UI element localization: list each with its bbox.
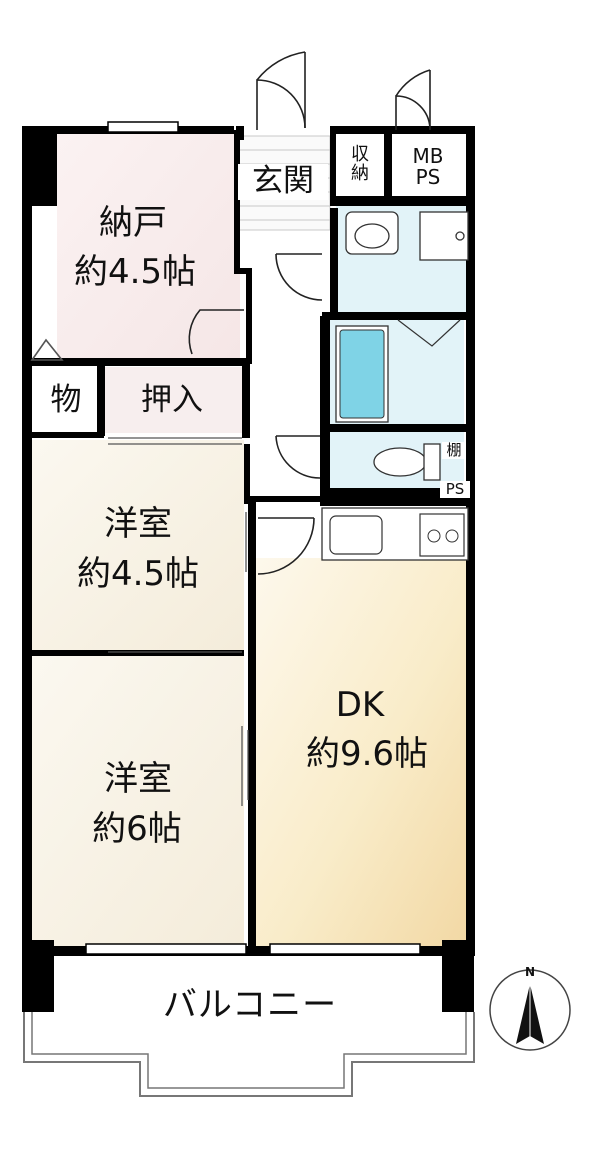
yoshitsu2-floor [32,656,244,946]
sink-counter-icon [321,507,469,561]
washing-machine-icon [419,211,469,261]
windows [85,121,421,955]
dk-name: DK [335,685,385,725]
nando-floor [57,132,240,364]
washbasin-icon [345,211,399,255]
shuno-line1: 収 [351,144,369,165]
ps-label: PS [440,480,470,499]
walls [22,126,475,1012]
dk-floor [256,558,468,948]
yoshitsu1-floor [32,440,244,652]
mbps-line2: PS [415,165,441,189]
bathtub-icon [335,319,461,423]
door-swings [30,51,431,575]
compass-north-label: N [524,965,536,979]
yoshitsu2-name: 洋室 [104,759,172,799]
oshiire-label: 押入 [141,382,203,418]
nando-name: 納戸 [99,203,167,243]
oshiire-floor [104,367,242,433]
yoshitsu1-size: 約4.5帖 [76,554,200,594]
balcony-outline [23,1012,475,1097]
balcony-inner [31,1012,467,1089]
genkan-label: 玄関 [238,163,328,200]
compass-icon [489,969,571,1051]
balcony-label: バルコニー [162,985,338,1025]
sliding-doors [108,437,249,806]
mbps-label: MB PS [394,146,462,188]
mono-label: 物 [50,382,82,418]
yoshitsu1-name: 洋室 [104,504,172,544]
mbps-line1: MB [412,144,444,168]
tana-label: 棚 [442,441,466,460]
nando-size: 約4.5帖 [73,252,197,292]
toilet-icon [373,443,441,481]
yoshitsu2-size: 約6帖 [92,809,182,849]
shuno-label: 収 納 [340,144,380,184]
dk-size: 約9.6帖 [305,734,429,774]
shuno-line2: 納 [351,162,369,184]
